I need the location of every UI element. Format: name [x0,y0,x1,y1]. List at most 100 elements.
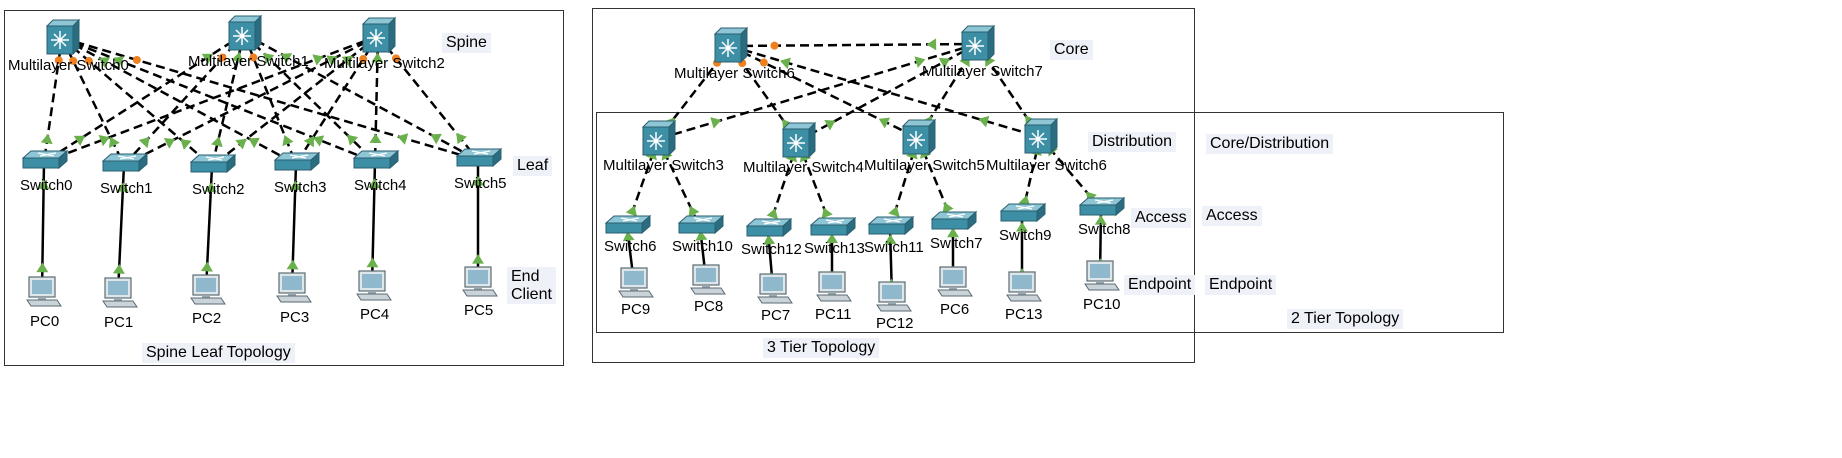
pc-p0[interactable]: PC0 [26,276,62,330]
link-down-indicator [770,41,779,50]
device-label: Multilayer Switch3 [603,157,724,174]
device-label: PC2 [192,310,221,327]
pc-e7[interactable]: PC7 [757,273,793,324]
pc-p2[interactable]: PC2 [190,274,226,327]
device-label: Switch6 [604,238,657,255]
tier-label-leaf: Leaf [513,156,553,176]
link-up-indicator [248,137,260,149]
switch-l4[interactable]: Switch4 [352,149,407,194]
device-label: Switch10 [672,238,733,255]
link-down-indicator [85,57,93,66]
device-label: PC11 [815,306,851,323]
link-up-indicator [430,133,442,145]
switch-a6[interactable]: Switch6 [604,214,657,255]
link-up-indicator [366,257,379,268]
switch-a13[interactable]: Switch13 [804,216,865,257]
switch-l0[interactable]: Switch0 [20,149,73,194]
link-up-indicator [289,180,302,191]
device-label: Switch11 [864,239,924,256]
link-down-indicator [54,56,63,65]
link-up-indicator [303,135,314,148]
link-up-indicator [231,51,244,63]
multilayer-switch-d4[interactable]: Multilayer Switch4 [743,121,864,176]
link-up-indicator [98,134,110,147]
switch-a7[interactable]: Switch7 [930,210,983,252]
switch-a9[interactable]: Switch9 [999,202,1052,244]
switch-a11[interactable]: Switch11 [864,215,924,256]
pc-p1[interactable]: PC1 [102,277,138,331]
device-label: Switch8 [1078,221,1131,238]
device-label: Switch7 [930,235,983,252]
link-up-indicator [163,138,176,149]
device-label: Switch13 [804,240,865,257]
multilayer-switch-s0[interactable]: Multilayer Switch0 [8,18,129,74]
device-label: PC7 [761,307,790,324]
tier-label-access-2tier: Access [1202,206,1262,226]
link-up-indicator [688,205,700,217]
link-up-indicator [368,178,381,189]
link-up-indicator [112,263,125,274]
device-label: Multilayer Switch6 [986,157,1107,174]
link-up-indicator [622,231,635,242]
pc-e10[interactable]: PC10 [1083,260,1121,313]
multilayer-switch-s2[interactable]: Multilayer Switch2 [324,16,445,72]
link-c6-d6 [729,44,1041,139]
pc-p3[interactable]: PC3 [276,272,312,326]
two-tier-caption: 2 Tier Topology [1287,309,1404,329]
multilayer-switch-d3[interactable]: Multilayer Switch3 [603,119,724,174]
device-label: Switch4 [354,177,407,194]
tier-label-endpoint-2tier: Endpoint [1205,275,1277,295]
link-down-indicator [218,53,227,62]
pc-e6[interactable]: PC6 [937,266,973,318]
link-up-indicator [112,56,124,68]
link-up-indicator [204,182,217,193]
switch-a12[interactable]: Switch12 [741,217,802,258]
tier-label-core: Core [1050,40,1093,60]
link-up-indicator [1018,195,1031,206]
device-label: PC10 [1083,296,1121,313]
link-up-indicator [235,138,247,150]
link-down-indicator [69,56,78,65]
link-up-indicator [313,135,325,147]
device-label: Switch12 [741,241,802,258]
link-up-indicator [280,53,293,64]
multilayer-switch-d6[interactable]: Multilayer Switch6 [986,117,1107,174]
link-up-indicator [211,136,223,148]
device-label: PC4 [360,306,389,323]
switch-l3[interactable]: Switch3 [273,151,327,196]
switch-a8[interactable]: Switch8 [1078,196,1131,238]
switch-l1[interactable]: Switch1 [100,152,153,197]
link-up-indicator [821,207,833,219]
pc-p5[interactable]: PC5 [462,266,498,319]
switch-a10[interactable]: Switch10 [672,214,733,255]
tier-label-distribution: Distribution [1088,132,1177,152]
device-label: PC12 [876,315,914,332]
link-down-indicator [759,58,768,67]
pc-e8[interactable]: PC8 [690,264,726,315]
pc-e9[interactable]: PC9 [618,267,654,318]
link-up-indicator [200,261,213,272]
multilayer-switch-d5[interactable]: Multilayer Switch5 [864,118,985,174]
link-up-indicator [938,57,951,69]
link-up-indicator [282,135,294,147]
multilayer-switch-c7[interactable]: Multilayer Switch7 [922,24,1043,80]
link-up-indicator [341,55,353,67]
pc-e13[interactable]: PC13 [1005,271,1043,323]
link-up-indicator [695,230,708,241]
link-up-indicator [766,208,778,220]
pc-e12[interactable]: PC12 [876,281,914,332]
pc-e11[interactable]: PC11 [815,271,852,323]
pc-p4[interactable]: PC4 [356,270,392,323]
multilayer-switch-c6[interactable]: Multilayer Switch6 [674,26,795,82]
link-up-indicator [180,139,192,150]
switch-l5[interactable]: Switch5 [454,147,507,192]
device-label: Multilayer Switch0 [8,57,129,74]
multilayer-switch-s1[interactable]: Multilayer Switch1 [188,14,309,70]
device-label: PC3 [280,309,309,326]
switch-l2[interactable]: Switch2 [189,153,245,198]
link-down-indicator [359,55,368,64]
link-up-indicator [888,206,900,218]
link-up-indicator [625,205,638,217]
